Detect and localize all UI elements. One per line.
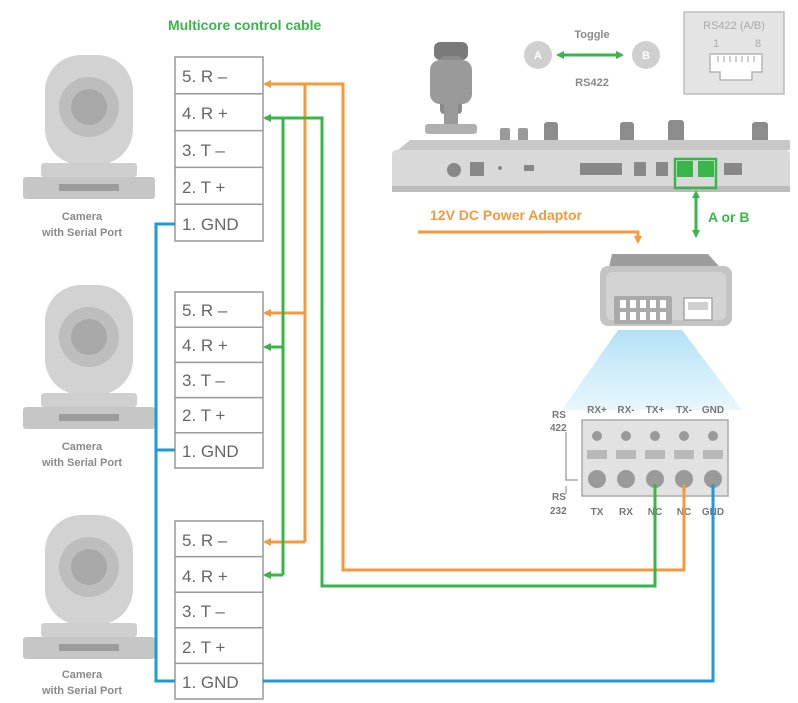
diagram-title: Multicore control cable	[168, 17, 321, 33]
toggle-b-circle	[632, 41, 660, 69]
rs232-label-2: 232	[550, 506, 567, 517]
a-or-b-label: A or B	[708, 209, 749, 225]
terminal-1-3: 3. T –	[182, 141, 225, 160]
camera-2	[23, 285, 155, 429]
gnd-wire-camera-side	[154, 222, 175, 683]
camera-1	[23, 55, 155, 199]
serial-converter	[600, 254, 732, 326]
gnd-wire-converter-side	[263, 484, 715, 683]
pin-top-tx-plus: TX+	[646, 405, 665, 416]
r-minus-wire	[303, 82, 686, 572]
power-label: 12V DC Power Adaptor	[430, 207, 583, 223]
rs422-pin-1: 1	[713, 38, 719, 50]
terminal-2-2: 2. T +	[182, 406, 225, 425]
camera-2-label-line2: with Serial Port	[41, 457, 122, 469]
pin-bottom-tx: TX	[591, 507, 604, 518]
terminal-2-5: 5. R –	[182, 301, 228, 320]
terminal-2-4: 4. R +	[182, 336, 228, 355]
terminal-2-1: 1. GND	[182, 442, 239, 461]
rs422-pin-8: 8	[755, 38, 761, 50]
terminal-1-4: 4. R +	[182, 104, 228, 123]
camera-3	[23, 515, 155, 659]
toggle-b: B	[642, 50, 650, 62]
terminal-3-4: 4. R +	[182, 567, 228, 586]
terminal-3-5: 5. R –	[182, 531, 228, 550]
pin-top-rx-minus: RX-	[617, 405, 634, 416]
toggle-sub: RS422	[575, 77, 609, 89]
toggle-indicator: Toggle A B RS422	[524, 29, 660, 89]
toggle-title: Toggle	[574, 29, 609, 41]
rs422-label-1: RS	[552, 410, 566, 421]
terminal-3-2: 2. T +	[182, 638, 225, 657]
terminal-block-3: 5. R – 4. R + 3. T – 2. T + 1. GND	[174, 520, 264, 700]
camera-3-label-line2: with Serial Port	[41, 685, 122, 697]
rs232-label-1: RS	[552, 492, 566, 503]
camera-1-label-line2: with Serial Port	[41, 227, 122, 239]
camera-3-label-line1: Camera	[62, 669, 103, 681]
rs422-port-box: RS422 (A/B) 1 8	[683, 11, 785, 95]
rj45-port-icon	[709, 53, 763, 81]
pin-top-rx-plus: RX+	[587, 405, 607, 416]
pin-bottom-rx: RX	[619, 507, 633, 518]
terminal-3-1: 1. GND	[182, 673, 239, 692]
ptz-controller	[392, 42, 790, 192]
pin-top-tx-minus: TX-	[676, 405, 692, 416]
rs422-port-title: RS422 (A/B)	[703, 20, 765, 32]
pin-panel: RS 422 RS 232 RX+ RX- TX+ TX- GND TX RX …	[550, 405, 729, 518]
terminal-1-1: 1. GND	[182, 215, 239, 234]
rs422-label-2: 422	[550, 423, 567, 434]
r-plus-wire	[281, 116, 657, 588]
terminal-1-2: 2. T +	[182, 178, 225, 197]
converter-beam	[562, 330, 742, 410]
camera-2-label-line1: Camera	[62, 441, 103, 453]
toggle-a-circle	[524, 41, 552, 69]
terminal-3-3: 3. T –	[182, 602, 225, 621]
terminal-block-2: 5. R – 4. R + 3. T – 2. T + 1. GND	[174, 291, 264, 469]
terminal-1-5: 5. R –	[182, 67, 228, 86]
camera-1-label-line1: Camera	[62, 211, 103, 223]
terminal-2-3: 3. T –	[182, 371, 225, 390]
terminal-block-1: 5. R – 4. R + 3. T – 2. T + 1. GND	[174, 56, 264, 242]
pin-top-gnd: GND	[702, 405, 724, 416]
toggle-a: A	[534, 50, 542, 62]
power-arrow	[418, 230, 642, 244]
